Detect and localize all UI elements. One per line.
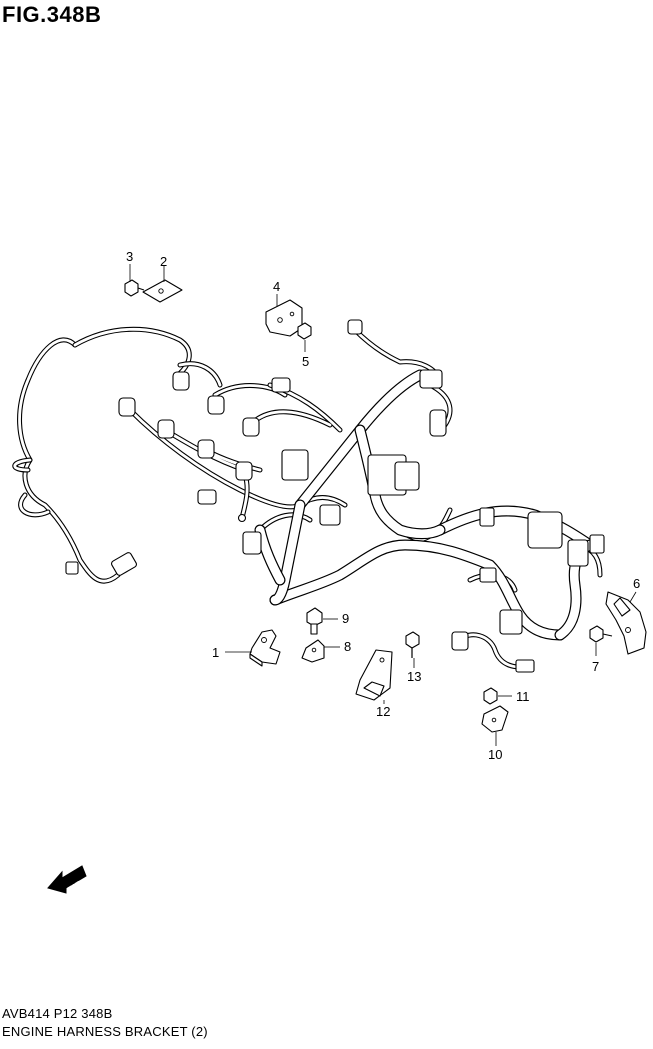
part-9-bolt <box>306 607 323 635</box>
part-13-bolt <box>405 631 420 658</box>
callout-11: 11 <box>516 689 530 704</box>
part-3-bolt <box>124 279 145 297</box>
callout-8: 8 <box>344 639 351 654</box>
part-12-bracket <box>355 649 393 701</box>
callout-2: 2 <box>160 254 167 269</box>
part-7-bolt <box>589 625 613 643</box>
callout-10: 10 <box>488 747 502 762</box>
callout-9: 9 <box>342 611 349 626</box>
fwd-arrow-icon: FWD <box>47 865 87 894</box>
callout-5: 5 <box>302 354 309 369</box>
part-2-bracket <box>142 279 183 303</box>
part-10-bracket <box>481 705 509 733</box>
footer-caption: ENGINE HARNESS BRACKET (2) <box>2 1024 208 1039</box>
part-5-bolt <box>297 322 312 340</box>
part-11-bolt <box>483 687 498 705</box>
callout-4: 4 <box>273 279 280 294</box>
part-6-bracket <box>605 591 647 655</box>
callout-13: 13 <box>407 669 421 684</box>
callout-6: 6 <box>633 576 640 591</box>
figure-title: FIG.348B <box>2 2 102 27</box>
callout-12: 12 <box>376 704 390 719</box>
leader-lines <box>129 264 637 746</box>
footer-code: AVB414 P12 348B <box>2 1006 113 1021</box>
callout-numbers: 1 2 3 4 5 6 7 8 9 10 11 12 13 <box>126 249 640 762</box>
part-8-bracket <box>301 639 325 663</box>
callout-1: 1 <box>212 645 219 660</box>
callout-3: 3 <box>126 249 133 264</box>
part-4-bracket <box>265 299 303 337</box>
part-1-bracket <box>249 629 281 667</box>
callout-7: 7 <box>592 659 599 674</box>
engine-wiring-harness <box>12 319 605 673</box>
